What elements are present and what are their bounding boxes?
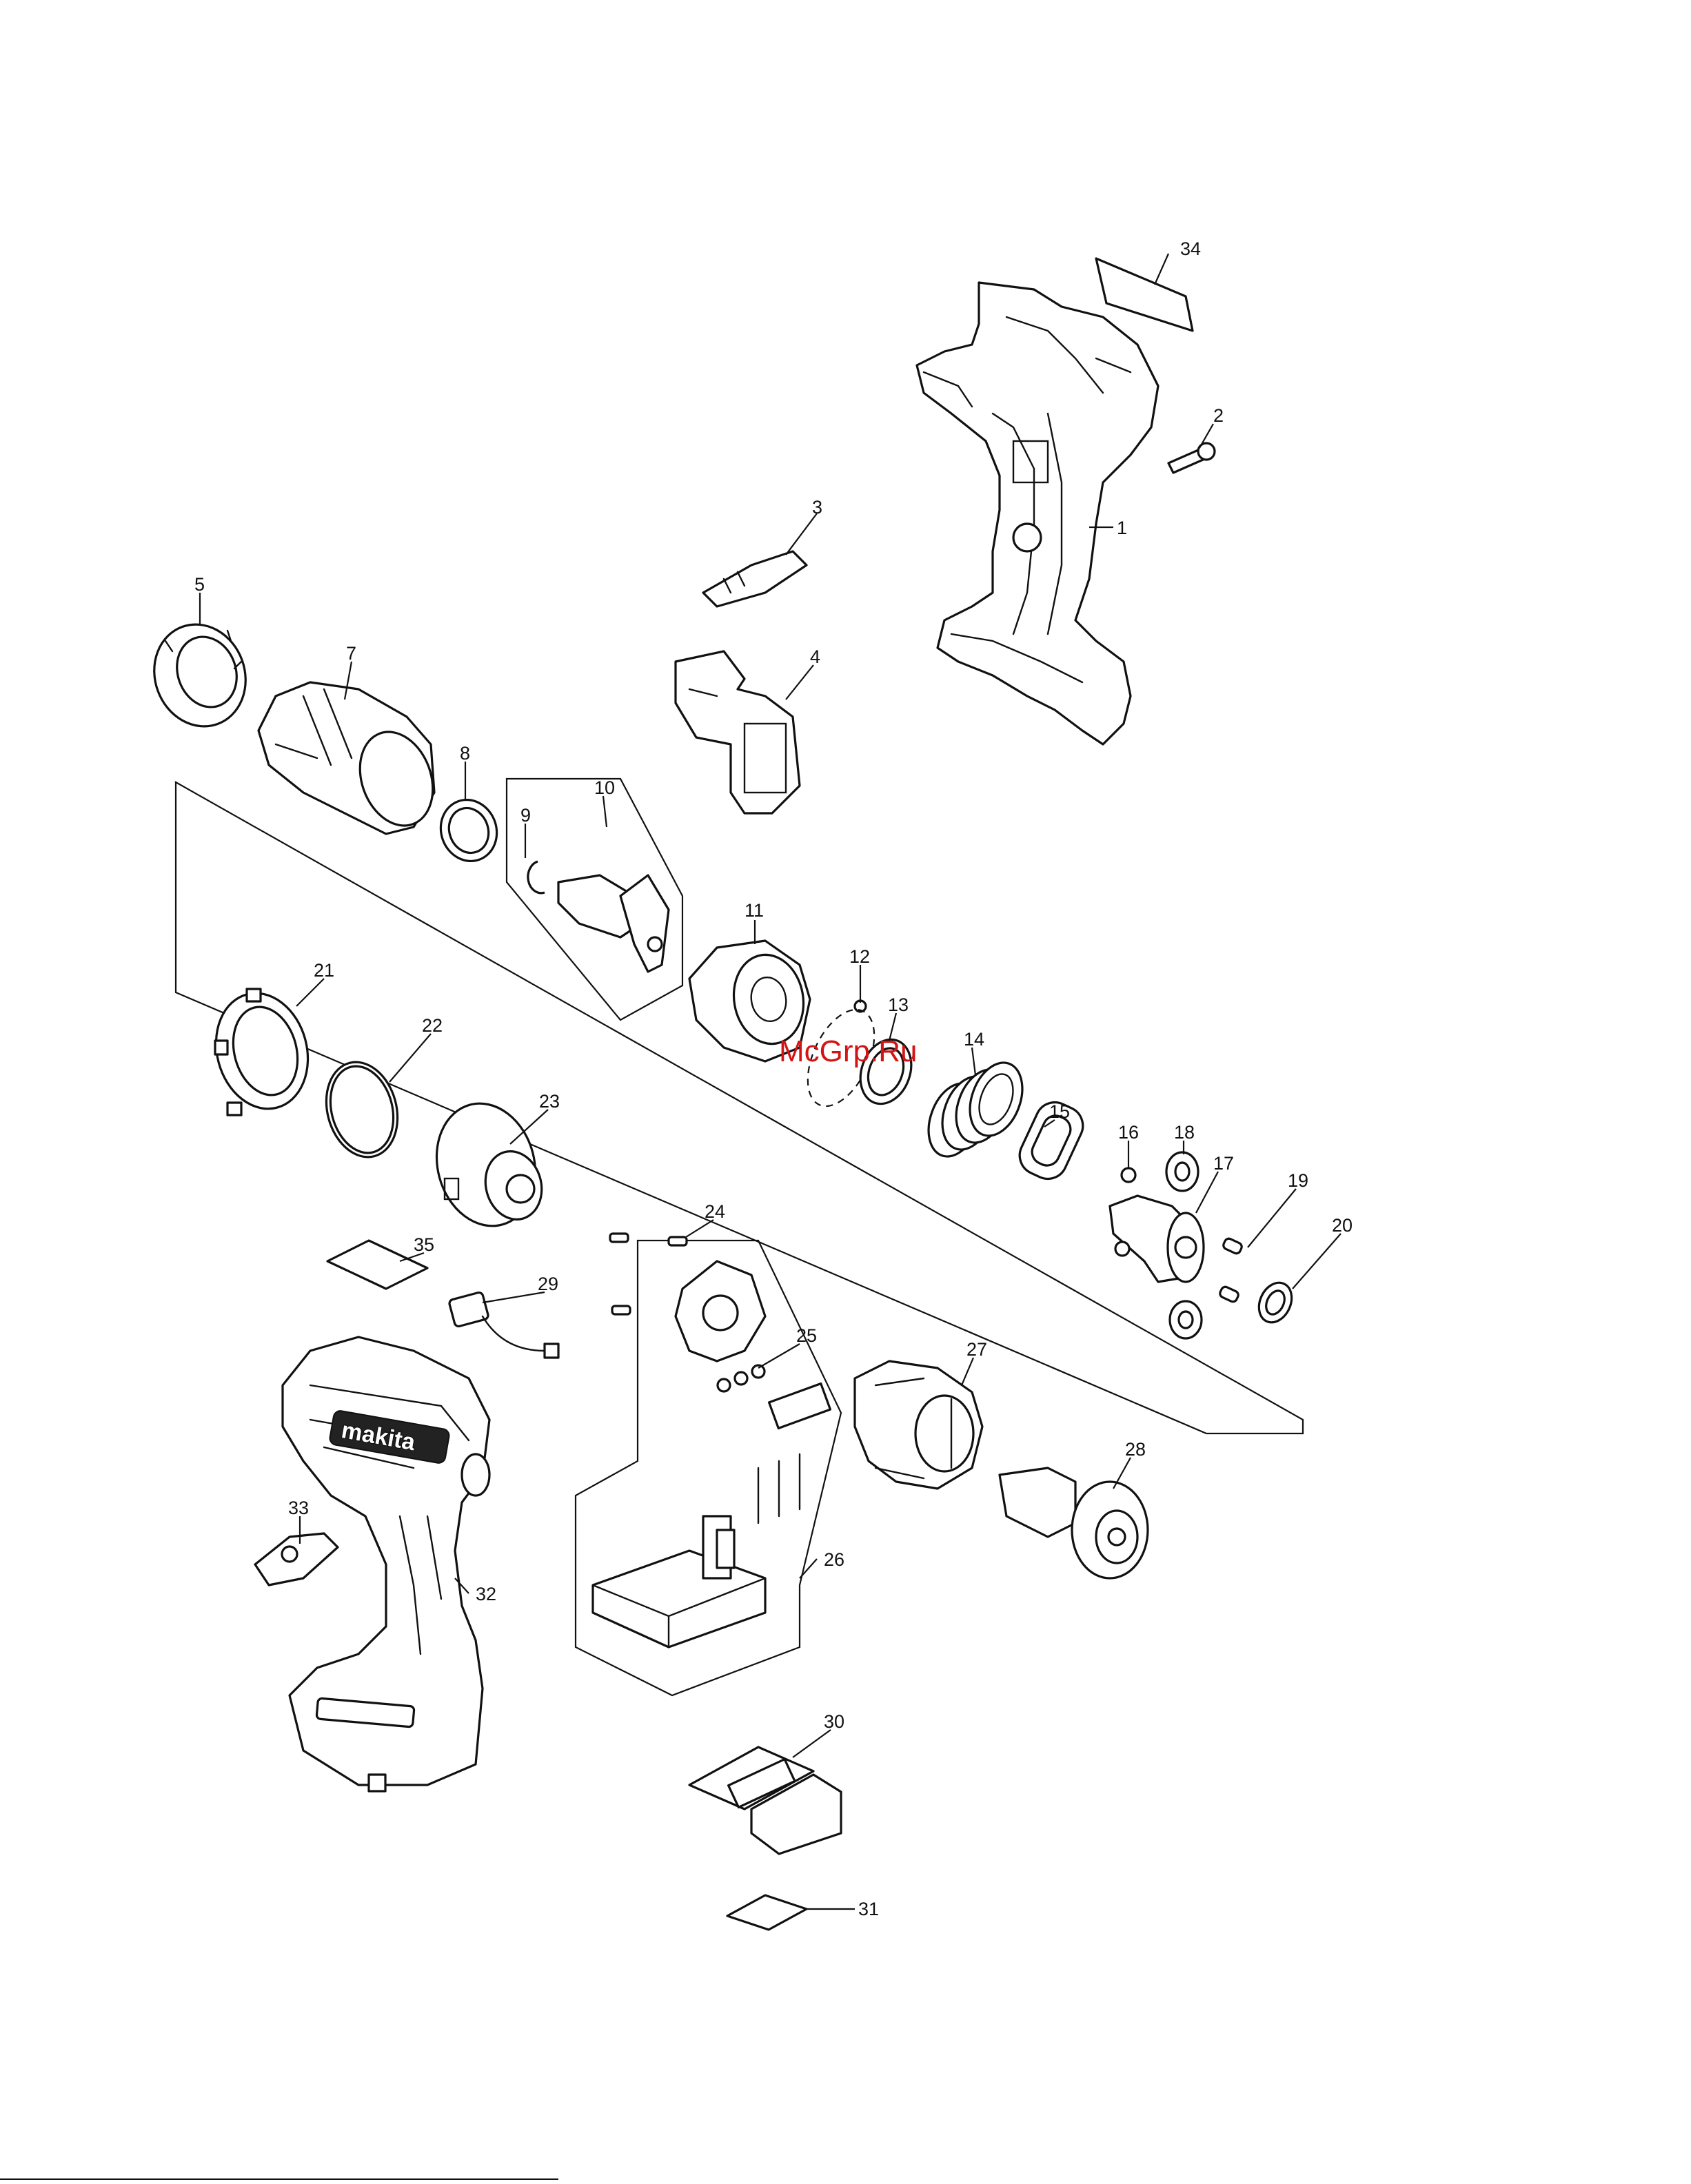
watermark-text: McGrp.Ru — [779, 1034, 917, 1068]
label-1: 1 — [1117, 518, 1127, 538]
label-28: 28 — [1125, 1439, 1146, 1460]
label-22: 22 — [422, 1015, 443, 1036]
rotor-part-28 — [1000, 1468, 1148, 1578]
screw-part-2 — [1168, 443, 1215, 473]
label-34: 34 — [1180, 238, 1201, 259]
pins-part-19 — [1219, 1237, 1243, 1303]
gear-housing-part-23 — [423, 1092, 549, 1237]
label-29: 29 — [538, 1274, 558, 1294]
label-8: 8 — [460, 743, 470, 764]
label-13: 13 — [888, 994, 909, 1015]
label-24: 24 — [705, 1201, 725, 1222]
retaining-ring-part-9 — [528, 861, 545, 893]
label-20: 20 — [1332, 1215, 1353, 1236]
label-25: 25 — [796, 1325, 817, 1346]
label-27: 27 — [966, 1339, 987, 1360]
label-17: 17 — [1213, 1153, 1234, 1174]
switch-button-part-33 — [255, 1533, 338, 1585]
label-12: 12 — [849, 946, 870, 967]
washer-part-8 — [432, 792, 505, 869]
label-14: 14 — [964, 1029, 984, 1050]
label-3: 3 — [812, 497, 822, 518]
steel-ball-part-16 — [1122, 1168, 1135, 1182]
label-16: 16 — [1118, 1122, 1139, 1143]
label-18: 18 — [1174, 1122, 1195, 1143]
label-33: 33 — [288, 1498, 309, 1518]
bumper-ring-part-5 — [140, 611, 259, 739]
switch-lever-part-3 — [703, 551, 807, 606]
label-21: 21 — [314, 960, 334, 981]
switch-part-4 — [676, 651, 800, 813]
washer-part-20 — [1253, 1278, 1297, 1328]
label-9: 9 — [520, 805, 531, 826]
hammer-case-part-7 — [259, 682, 445, 836]
led-circuit-part-29 — [449, 1292, 558, 1358]
label-26: 26 — [824, 1549, 844, 1570]
anvil-part-10 — [558, 875, 669, 972]
screws-part-24 — [610, 1234, 687, 1314]
o-ring-part-22 — [316, 1054, 408, 1165]
switch-board-part-30 — [689, 1747, 841, 1854]
label-5: 5 — [194, 574, 205, 595]
label-part-35 — [327, 1241, 427, 1289]
ring-gear-part-21 — [203, 983, 321, 1119]
controller-part-26 — [593, 1384, 830, 1647]
label-30: 30 — [824, 1711, 844, 1732]
label-31: 31 — [858, 1899, 879, 1919]
label-part-31 — [727, 1895, 807, 1930]
sensor-plate — [676, 1261, 765, 1361]
spindle-part-17 — [1110, 1196, 1204, 1282]
label-4: 4 — [810, 646, 820, 667]
label-35: 35 — [414, 1234, 434, 1255]
label-11: 11 — [745, 900, 764, 921]
housing-half-part — [917, 283, 1158, 744]
label-19: 19 — [1288, 1170, 1308, 1191]
label-part-34 — [1096, 258, 1193, 331]
label-7: 7 — [346, 643, 356, 664]
terminals-part-25 — [718, 1365, 765, 1391]
planet-gear-lower — [1170, 1301, 1202, 1338]
label-2: 2 — [1213, 405, 1224, 426]
label-15: 15 — [1049, 1101, 1070, 1122]
label-23: 23 — [539, 1091, 560, 1112]
label-10: 10 — [594, 777, 615, 798]
planet-gear-part-18 — [1166, 1152, 1198, 1191]
label-32: 32 — [476, 1584, 496, 1604]
